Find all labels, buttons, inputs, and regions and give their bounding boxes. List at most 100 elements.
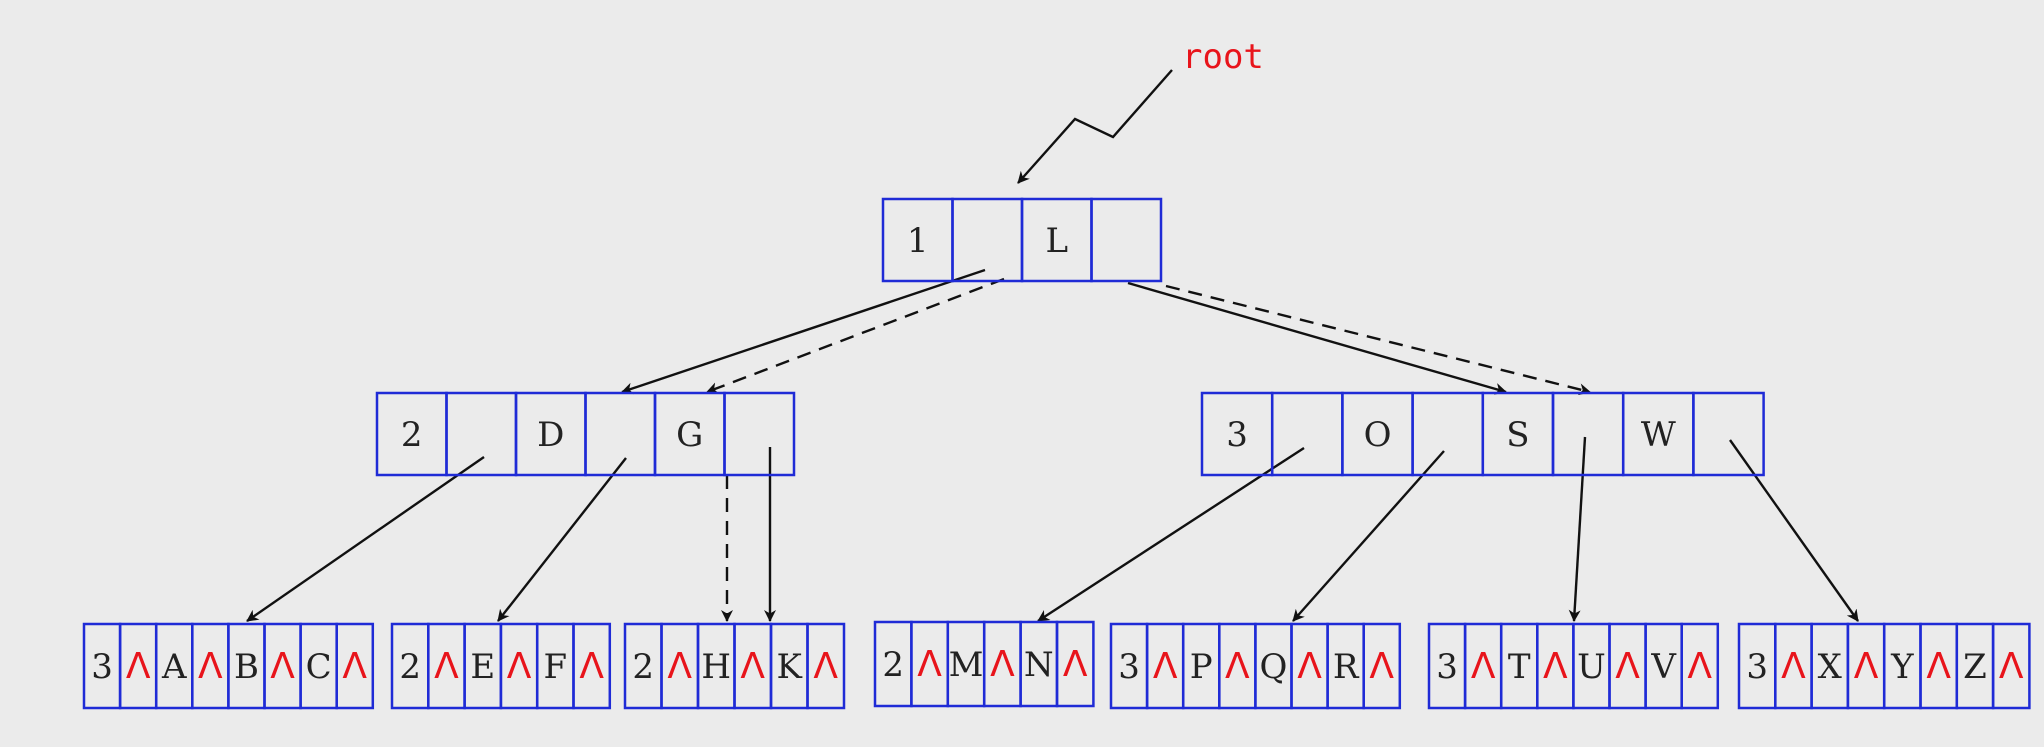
edge-to-leaf-m-n	[1037, 446, 1305, 623]
key-label: 1	[907, 221, 929, 261]
key-label: Z	[1963, 647, 1987, 687]
null-pointer: Λ	[1781, 646, 1806, 687]
key-label: 3	[1746, 647, 1768, 687]
edge-root-to-node-d-g-thread	[706, 277, 1005, 394]
edge-to-leaf-a-b-c	[246, 456, 485, 622]
key-label: C	[306, 647, 332, 687]
edge-to-leaf-e-f	[497, 457, 627, 622]
null-pointer: Λ	[1225, 646, 1250, 687]
node-cell	[1055, 620, 1095, 708]
null-pointer: Λ	[507, 646, 532, 687]
node-cell	[806, 622, 846, 710]
null-pointer: Λ	[126, 646, 151, 687]
null-pointer: Λ	[740, 646, 765, 687]
node-cell	[1692, 391, 1765, 477]
node-cell	[1551, 391, 1625, 477]
node-cell	[723, 391, 796, 477]
key-label: E	[470, 647, 495, 687]
key-label: U	[1577, 647, 1606, 687]
null-pointer: Λ	[270, 646, 295, 687]
null-pointer: Λ	[1687, 646, 1712, 687]
node-cell	[335, 622, 375, 710]
key-label: G	[676, 415, 703, 455]
edge-root-to-node-o-s-w-thread	[1165, 284, 1591, 396]
node-cell	[1362, 622, 1402, 710]
node-cell	[951, 197, 1024, 283]
key-label: S	[1506, 415, 1529, 455]
node-cell	[1680, 622, 1720, 710]
null-pointer: Λ	[1153, 646, 1178, 687]
key-label: M	[949, 645, 984, 685]
key-label: X	[1818, 647, 1843, 687]
edges	[246, 69, 1859, 623]
key-label: R	[1333, 647, 1360, 687]
key-label: 3	[1118, 647, 1140, 687]
edge-root-to-node-o-s-w	[1127, 281, 1507, 395]
key-label: W	[1641, 415, 1676, 455]
null-pointer: Λ	[1926, 646, 1951, 687]
key-label: N	[1024, 645, 1054, 685]
key-label: 2	[401, 415, 423, 455]
key-label: P	[1190, 647, 1213, 687]
edge-to-leaf-p-q-r	[1292, 450, 1445, 622]
node-cell	[584, 391, 657, 477]
null-pointer: Λ	[1471, 646, 1496, 687]
node-cell	[1090, 197, 1163, 283]
key-label: 3	[91, 647, 113, 687]
key-label: H	[701, 647, 731, 687]
root-label: root	[1182, 37, 1264, 77]
null-pointer: Λ	[813, 646, 838, 687]
node-cell	[1411, 391, 1485, 477]
null-pointer: Λ	[990, 644, 1015, 685]
node-o-s-w: 3 O S W	[1200, 391, 1765, 477]
key-label: 3	[1226, 415, 1248, 455]
null-pointer: Λ	[1297, 646, 1322, 687]
null-pointer: Λ	[579, 646, 604, 687]
null-pointer: Λ	[1543, 646, 1568, 687]
key-label: Y	[1890, 647, 1914, 687]
node-cell	[572, 622, 612, 710]
key-label: 3	[1436, 647, 1458, 687]
null-pointer: Λ	[917, 644, 942, 685]
key-label: B	[234, 647, 259, 687]
node-cell	[445, 391, 518, 477]
null-pointer: Λ	[1063, 644, 1088, 685]
null-pointer: Λ	[1369, 646, 1394, 687]
key-label: L	[1045, 221, 1068, 261]
null-pointer: Λ	[1854, 646, 1879, 687]
null-pointer: Λ	[434, 646, 459, 687]
null-pointer: Λ	[667, 646, 692, 687]
null-pointer: Λ	[198, 646, 223, 687]
key-label: 2	[632, 647, 654, 687]
edge-root-to-node-d-g	[621, 268, 986, 395]
key-label: 2	[399, 647, 421, 687]
null-pointer: Λ	[342, 646, 367, 687]
key-label: K	[777, 647, 803, 687]
key-label: Q	[1260, 647, 1288, 687]
key-label: F	[544, 647, 568, 687]
node-d-g: 2 D G	[375, 391, 796, 477]
key-label: O	[1364, 415, 1392, 455]
edge-to-leaf-t-u-v	[1568, 436, 1587, 622]
edge-to-leaf-x-y-z	[1729, 439, 1859, 622]
key-label: 2	[882, 645, 904, 685]
key-label: D	[537, 415, 564, 455]
null-pointer: Λ	[1999, 646, 2024, 687]
root-pointer-arrow	[1017, 69, 1173, 184]
null-pointer: Λ	[1615, 646, 1640, 687]
node-cell	[1991, 622, 2031, 710]
key-label: A	[161, 647, 187, 687]
key-label: T	[1508, 647, 1531, 687]
key-label: V	[1650, 647, 1677, 687]
